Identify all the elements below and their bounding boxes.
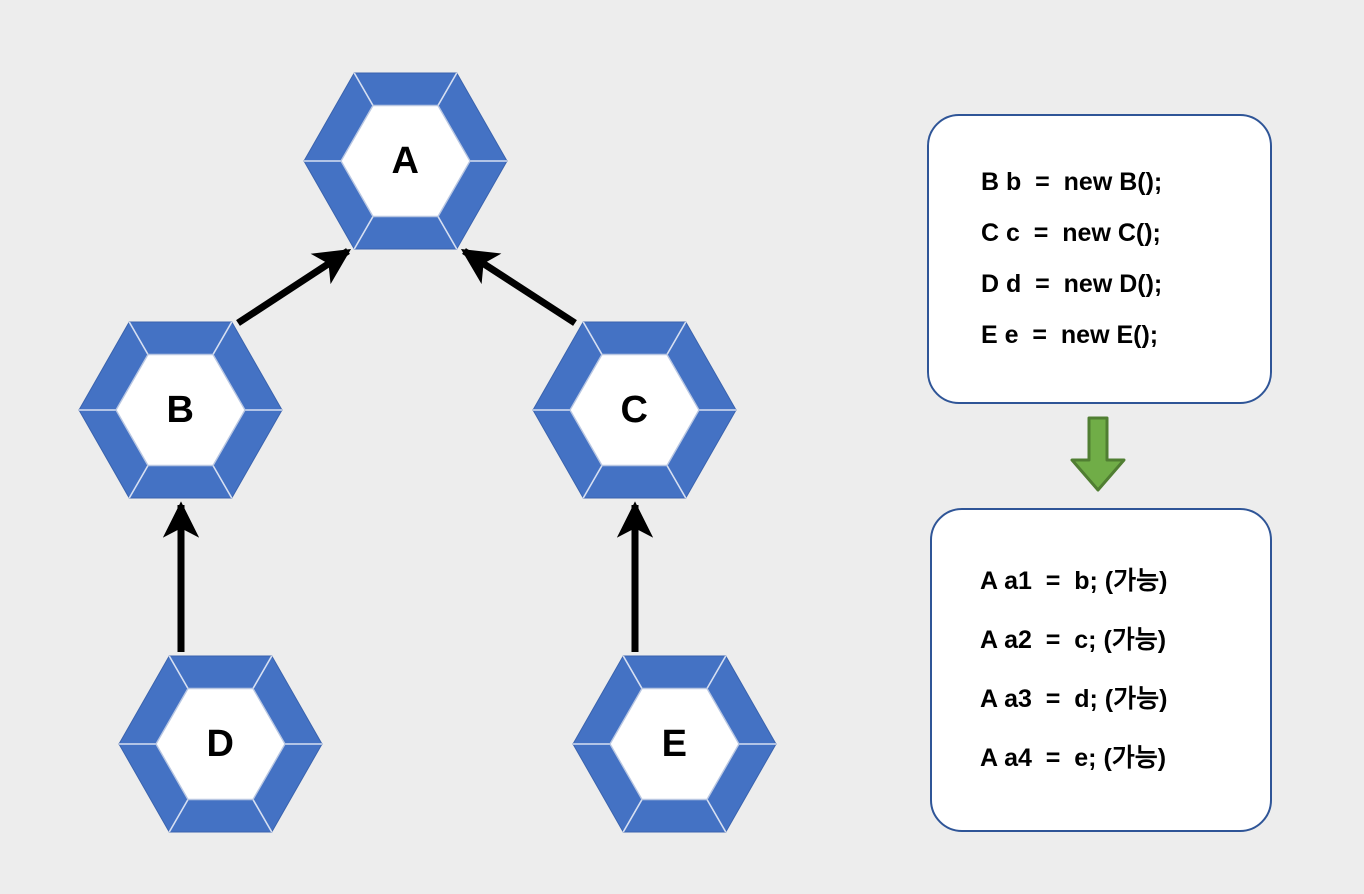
code-line: E e = new E(); bbox=[981, 321, 1159, 349]
edge-b-to-a bbox=[236, 248, 352, 326]
code-line: A a1 = b; (가능) bbox=[980, 567, 1168, 595]
declarations-box[interactable]: B b = new B(); C c = new C(); D d = new … bbox=[927, 114, 1272, 404]
code-line: A a4 = e; (가능) bbox=[980, 744, 1167, 772]
code-line: B b = new B(); bbox=[981, 168, 1163, 196]
code-line: A a3 = d; (가능) bbox=[980, 685, 1168, 713]
code-line: C c = new C(); bbox=[981, 219, 1161, 247]
flow-down-arrow bbox=[1070, 416, 1126, 492]
hex-node-c[interactable]: C bbox=[532, 321, 737, 499]
hex-node-a[interactable]: A bbox=[303, 72, 508, 250]
assignments-box[interactable]: A a1 = b; (가능) A a2 = c; (가능) A a3 = d; … bbox=[930, 508, 1272, 832]
code-line: A a2 = c; (가능) bbox=[980, 626, 1167, 654]
hex-node-b[interactable]: B bbox=[78, 321, 283, 499]
hex-node-e[interactable]: E bbox=[572, 655, 777, 833]
edge-c-to-a bbox=[460, 248, 577, 326]
code-line: D d = new D(); bbox=[981, 270, 1163, 298]
hex-node-d[interactable]: D bbox=[118, 655, 323, 833]
